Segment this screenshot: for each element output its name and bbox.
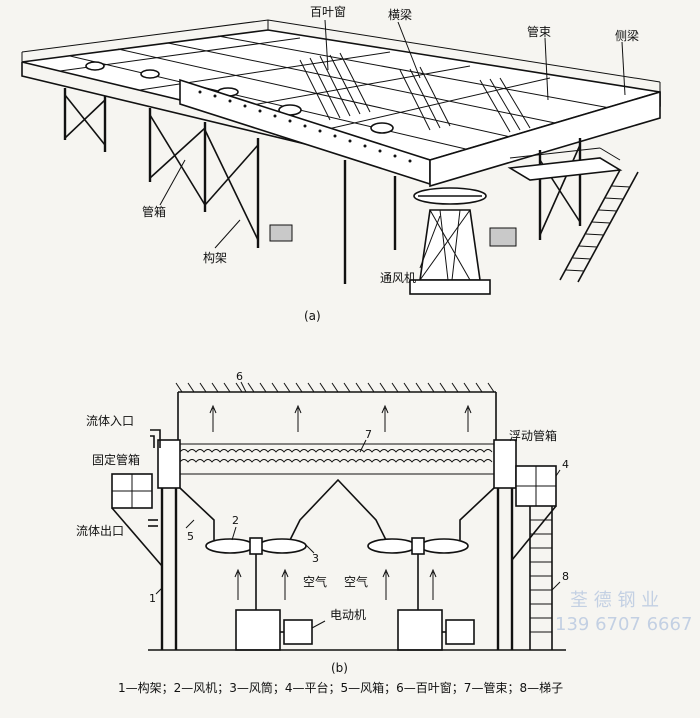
- callout-1: 1: [149, 592, 156, 605]
- label-cross-beam: 横梁: [388, 7, 412, 22]
- label-tube-bundle: 管束: [527, 24, 551, 39]
- figure-legend: 1—构架；2—风机；3—风筒；4—平台；5—风箱；6—百叶窗；7—管束；8—梯子: [118, 680, 563, 695]
- figure-a-leaders: [159, 19, 626, 269]
- callout-3: 3: [312, 552, 319, 565]
- figure-b-leaders: [155, 381, 561, 629]
- label-frame: 构架: [203, 250, 227, 265]
- label-fan: 通风机: [380, 271, 416, 285]
- callout-7: 7: [365, 428, 372, 441]
- caption-b: (b): [331, 661, 348, 675]
- callout-5: 5: [187, 530, 194, 543]
- callout-2: 2: [232, 514, 239, 527]
- callout-4: 4: [562, 458, 569, 471]
- callout-6: 6: [236, 370, 243, 383]
- label-louver: 百叶窗: [310, 5, 346, 19]
- figure-a-drawing: [21, 19, 661, 295]
- figure-b-drawing: [111, 382, 566, 651]
- label-air-right: 空气: [344, 574, 368, 589]
- label-fluid-outlet: 流体出口: [76, 524, 124, 538]
- label-motor: 电动机: [330, 608, 366, 622]
- caption-a: (a): [304, 309, 321, 323]
- label-air-left: 空气: [303, 574, 327, 589]
- label-floating-header: 浮动管箱: [509, 428, 557, 443]
- label-header-box: 管箱: [142, 204, 166, 219]
- watermark-name: 荃 德 钢 业: [570, 590, 659, 611]
- label-fluid-inlet: 流体入口: [86, 414, 134, 428]
- label-side-beam: 侧梁: [615, 28, 639, 43]
- label-fixed-header: 固定管箱: [92, 452, 140, 467]
- callout-8: 8: [562, 570, 569, 583]
- watermark-phone: 139 6707 6667: [555, 614, 692, 635]
